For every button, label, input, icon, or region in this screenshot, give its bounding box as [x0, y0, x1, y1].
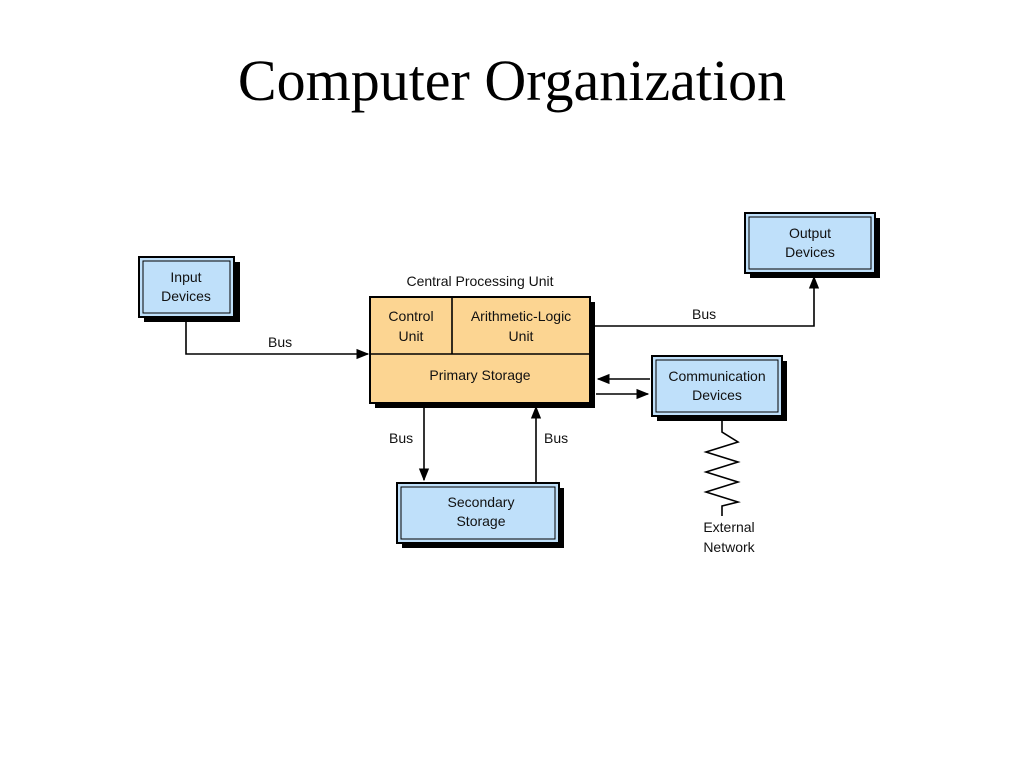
- communication-devices-label-line2: Devices: [692, 387, 742, 403]
- output-bus-label: Bus: [692, 306, 716, 322]
- output-bus-arrow: [592, 275, 820, 327]
- secondary-storage-label-line2: Storage: [456, 513, 505, 529]
- primary-storage-label: Primary Storage: [429, 367, 530, 383]
- alu-label-line1: Arithmetic-Logic: [471, 308, 571, 324]
- secondary-storage-box: Secondary Storage: [396, 482, 564, 548]
- slide-title: Computer Organization: [237, 48, 787, 113]
- secondary-bus-label-left: Bus: [389, 430, 413, 446]
- secondary-bus-label-right: Bus: [544, 430, 568, 446]
- communication-devices-box: Communication Devices: [651, 355, 787, 421]
- input-bus-arrow: [185, 320, 370, 360]
- external-network-link: [703, 418, 741, 516]
- communication-devices-label-line1: Communication: [668, 368, 765, 384]
- output-devices-box: Output Devices: [744, 212, 880, 278]
- input-devices-label-line2: Devices: [161, 288, 211, 304]
- external-network-label-line1: External: [703, 519, 754, 535]
- input-devices-label-line1: Input: [170, 269, 201, 285]
- output-devices-label-line2: Devices: [785, 244, 835, 260]
- input-devices-box: Input Devices: [138, 256, 240, 322]
- secondary-storage-label-line1: Secondary: [448, 494, 515, 510]
- input-bus-label: Bus: [268, 334, 292, 350]
- cpu-label: Central Processing Unit: [406, 273, 553, 289]
- control-unit-label-line1: Control: [388, 308, 433, 324]
- control-unit-label-line2: Unit: [399, 328, 424, 344]
- alu-label-line2: Unit: [509, 328, 534, 344]
- output-devices-label-line1: Output: [789, 225, 831, 241]
- external-network-label-line2: Network: [703, 539, 755, 555]
- cpu-box: Control Unit Arithmetic-Logic Unit Prima…: [369, 296, 595, 408]
